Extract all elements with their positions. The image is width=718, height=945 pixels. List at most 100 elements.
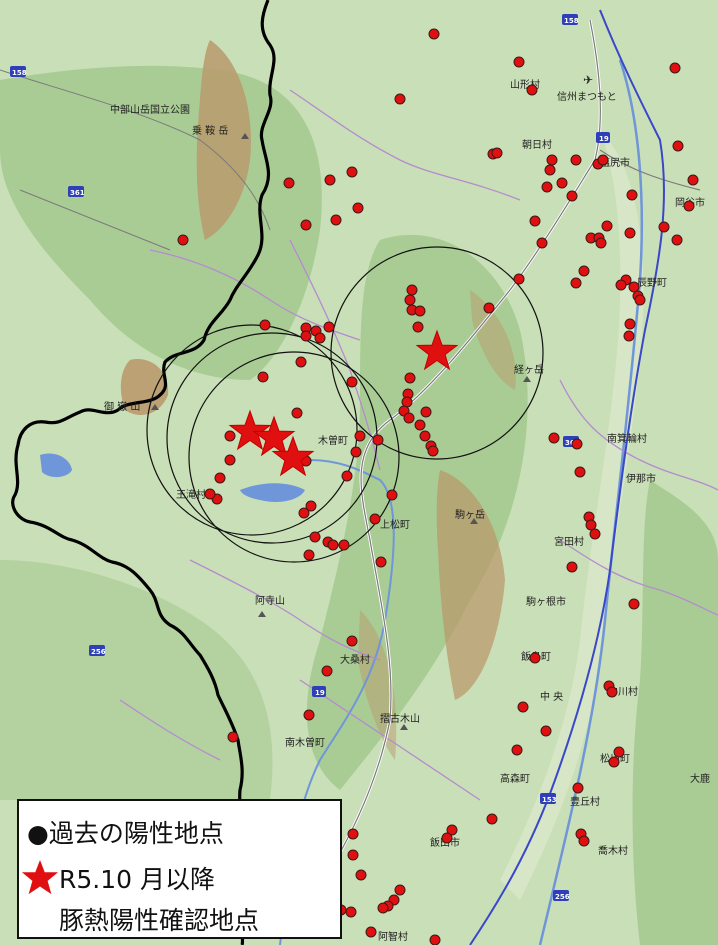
past-positive-dot (687, 174, 699, 186)
past-positive-dot (544, 164, 556, 176)
past-positive-dot (394, 884, 406, 896)
past-positive-dot (548, 432, 560, 444)
past-positive-dot (672, 140, 684, 152)
label-kiso: 木曽町 (318, 434, 348, 447)
past-positive-dot (669, 62, 681, 74)
past-positive-dot (571, 438, 583, 450)
label-komagatake: 駒ヶ岳 (455, 509, 485, 521)
past-positive-dot (626, 189, 638, 201)
past-positive-dot (628, 598, 640, 610)
past-positive-dot (327, 539, 339, 551)
lake-west (40, 453, 72, 478)
past-positive-points (177, 28, 699, 945)
route-marker: 19 (596, 132, 610, 143)
route-marker: 158 (562, 14, 579, 25)
past-positive-dot (227, 731, 239, 743)
label-takagi: 喬木村 (598, 844, 628, 857)
past-positive-dot (330, 214, 342, 226)
past-positive-dot (556, 177, 568, 189)
label-minowa: 南箕輪村 (607, 432, 647, 445)
mountain-ontake (120, 359, 169, 415)
svg-text:256: 256 (555, 893, 570, 901)
past-positive-dot (259, 319, 271, 331)
past-positive-dot (491, 147, 503, 159)
past-positive-dot (566, 561, 578, 573)
label-norikura: 乗 鞍 岳 (192, 124, 228, 137)
label-chubu-sangaku: 中部山岳国立公園 (110, 103, 190, 116)
label-kyogatake: 経ヶ岳 (514, 363, 544, 376)
past-positive-dot (295, 356, 307, 368)
past-positive-dot (536, 237, 548, 249)
past-positive-dot (403, 412, 415, 424)
past-positive-dot (601, 220, 613, 232)
past-positive-dot (355, 869, 367, 881)
past-positive-dot (406, 284, 418, 296)
label-ina: 伊那市 (626, 472, 656, 485)
past-positive-dot (404, 294, 416, 306)
label-agematsu: 上松町 (380, 518, 410, 531)
mountain-norikura (196, 40, 251, 240)
label-tatsuno: 辰野町 (637, 277, 667, 289)
past-positive-dot (375, 556, 387, 568)
past-positive-dot (341, 470, 353, 482)
past-positive-dot (377, 902, 389, 914)
route-marker: 256 (89, 645, 106, 656)
past-positive-dot (608, 756, 620, 768)
terrain-highland-south (0, 560, 273, 800)
past-positive-dot (257, 371, 269, 383)
map-legend: ●過去の陽性地点 R5.10 月以降 豚熱陽性確認地点 (17, 799, 342, 939)
past-positive-dot (566, 190, 578, 202)
past-positive-dot (314, 332, 326, 344)
past-positive-dot (414, 419, 426, 431)
svg-text:19: 19 (315, 689, 325, 697)
past-positive-dot (345, 906, 357, 918)
past-positive-dot (346, 376, 358, 388)
lake-makio (240, 483, 305, 502)
past-positive-dot (300, 330, 312, 342)
past-positive-dot (578, 835, 590, 847)
past-positive-dot (613, 746, 625, 758)
past-positive-dot (354, 430, 366, 442)
past-positive-dot (658, 221, 670, 233)
past-positive-dot (597, 154, 609, 166)
past-positive-dot (585, 519, 597, 531)
past-positive-dot (570, 277, 582, 289)
recent-positive-star (252, 415, 296, 457)
past-positive-dot (347, 828, 359, 840)
past-positive-dot (634, 294, 646, 306)
past-positive-dot (419, 430, 431, 442)
past-positive-dot (541, 181, 553, 193)
past-positive-dot (671, 234, 683, 246)
recent-positive-star (415, 329, 459, 371)
recent-positive-star (228, 409, 272, 451)
label-aterayama: 阿寺山 (255, 595, 285, 607)
past-positive-dot (446, 824, 458, 836)
past-positive-dot (350, 446, 362, 458)
svg-text:158: 158 (564, 17, 579, 25)
past-positive-dot (513, 56, 525, 68)
past-positive-dot (414, 305, 426, 317)
past-positive-dot (177, 234, 189, 246)
label-ontake: 御 嶽 山 (104, 400, 140, 413)
past-positive-dot (372, 434, 384, 446)
past-positive-dot (615, 279, 627, 291)
label-chuo-exp: 中 央 (540, 690, 563, 703)
past-positive-dot (429, 934, 441, 945)
past-positive-dot (683, 200, 695, 212)
recent-positive-star (271, 435, 315, 477)
past-positive-dot (624, 318, 636, 330)
label-toyooka: 豊丘村 (570, 795, 600, 808)
past-positive-dot (511, 744, 523, 756)
past-positive-dot (412, 321, 424, 333)
past-positive-dot (346, 635, 358, 647)
past-positive-dot (517, 701, 529, 713)
past-positive-dot (595, 237, 607, 249)
legend-past-positive-label: ●過去の陽性地点 (27, 819, 224, 848)
recent-positive-points (228, 329, 459, 477)
past-positive-dot (483, 302, 495, 314)
label-takamori: 高森町 (500, 772, 530, 785)
past-positive-dot (441, 832, 453, 844)
past-positive-dot (347, 849, 359, 861)
past-positive-dot (529, 215, 541, 227)
